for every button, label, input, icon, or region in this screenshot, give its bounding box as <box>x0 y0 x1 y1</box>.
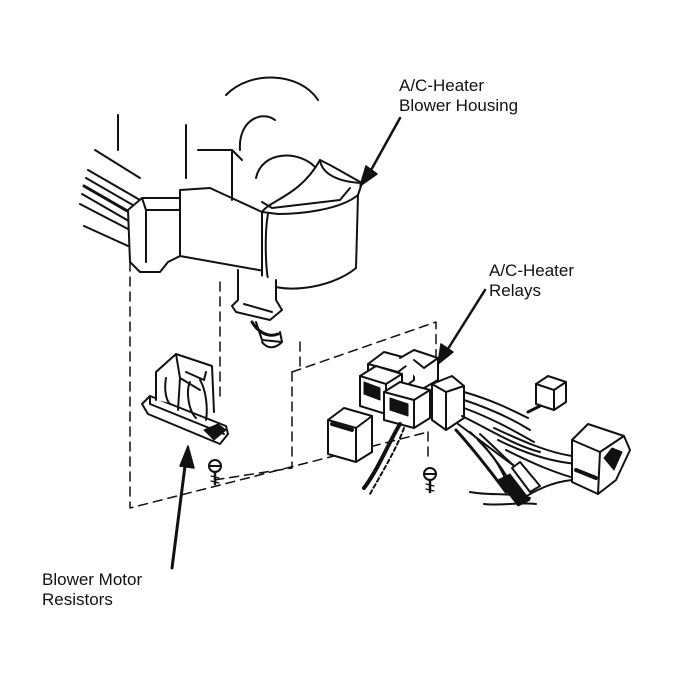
resistors-label: Blower Motor Resistors <box>42 570 142 610</box>
relays-label: A/C-Heater Relays <box>489 261 574 301</box>
ac-heater-relays-drawing <box>327 349 465 495</box>
resistors-label-line1: Blower Motor <box>42 570 143 589</box>
wiring-harness-drawing <box>454 375 631 507</box>
blower-housing-drawing <box>79 76 363 349</box>
relays-label-line2: Relays <box>489 281 541 300</box>
blower-housing-label: A/C-Heater Blower Housing <box>399 76 518 116</box>
blower-housing-label-line1: A/C-Heater <box>399 76 485 95</box>
blower-housing-label-line2: Blower Housing <box>399 96 519 115</box>
leader-arrows <box>170 116 487 570</box>
relays-label-line1: A/C-Heater <box>489 261 575 280</box>
resistors-label-line2: Resistors <box>42 590 113 609</box>
dashed-guide-lines <box>129 261 437 509</box>
blower-motor-resistors-drawing <box>141 353 229 486</box>
